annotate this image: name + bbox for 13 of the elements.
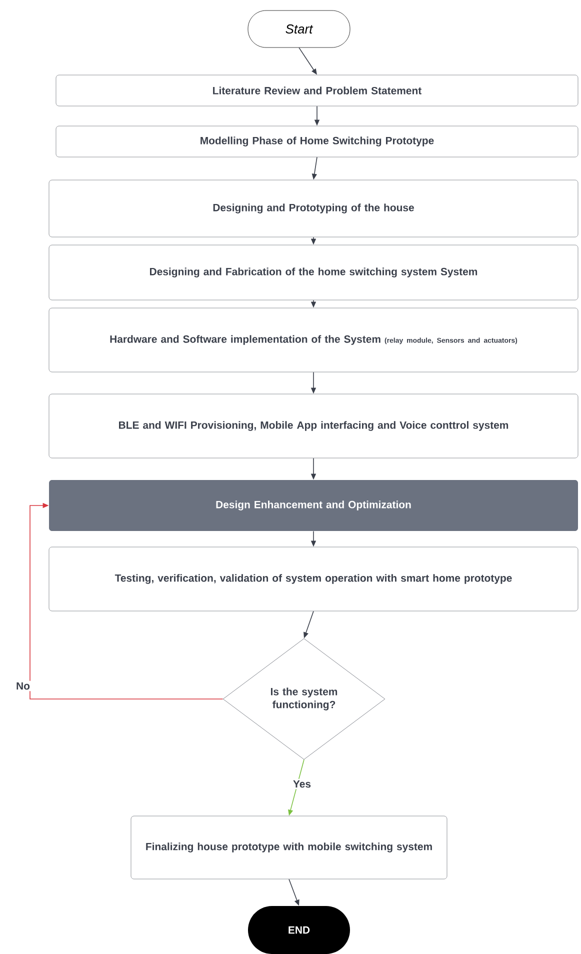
edge-label: No	[14, 680, 32, 692]
end-terminal: END	[248, 906, 350, 954]
process-box: Design Enhancement and Optimization	[49, 480, 578, 531]
process-box: BLE and WIFI Provisioning, Mobile App interfacing and Voice conttrol system	[48, 394, 578, 458]
process-box: Finalizing house prototype with mobile switching system	[130, 816, 448, 880]
process-box: Testing, verification, validation of system operation with smart home prototype	[48, 546, 578, 612]
process-box: Designing and Prototyping of the house	[48, 180, 578, 238]
edge-label: Yes	[291, 778, 313, 790]
process-box: Modelling Phase of Home Switching Prototype	[56, 126, 578, 158]
process-box: Literature Review and Problem Statement	[56, 74, 578, 106]
process-box: Designing and Fabrication of the home switching system System	[48, 244, 578, 300]
start-terminal: Start	[248, 10, 350, 48]
arrow	[30, 502, 224, 700]
